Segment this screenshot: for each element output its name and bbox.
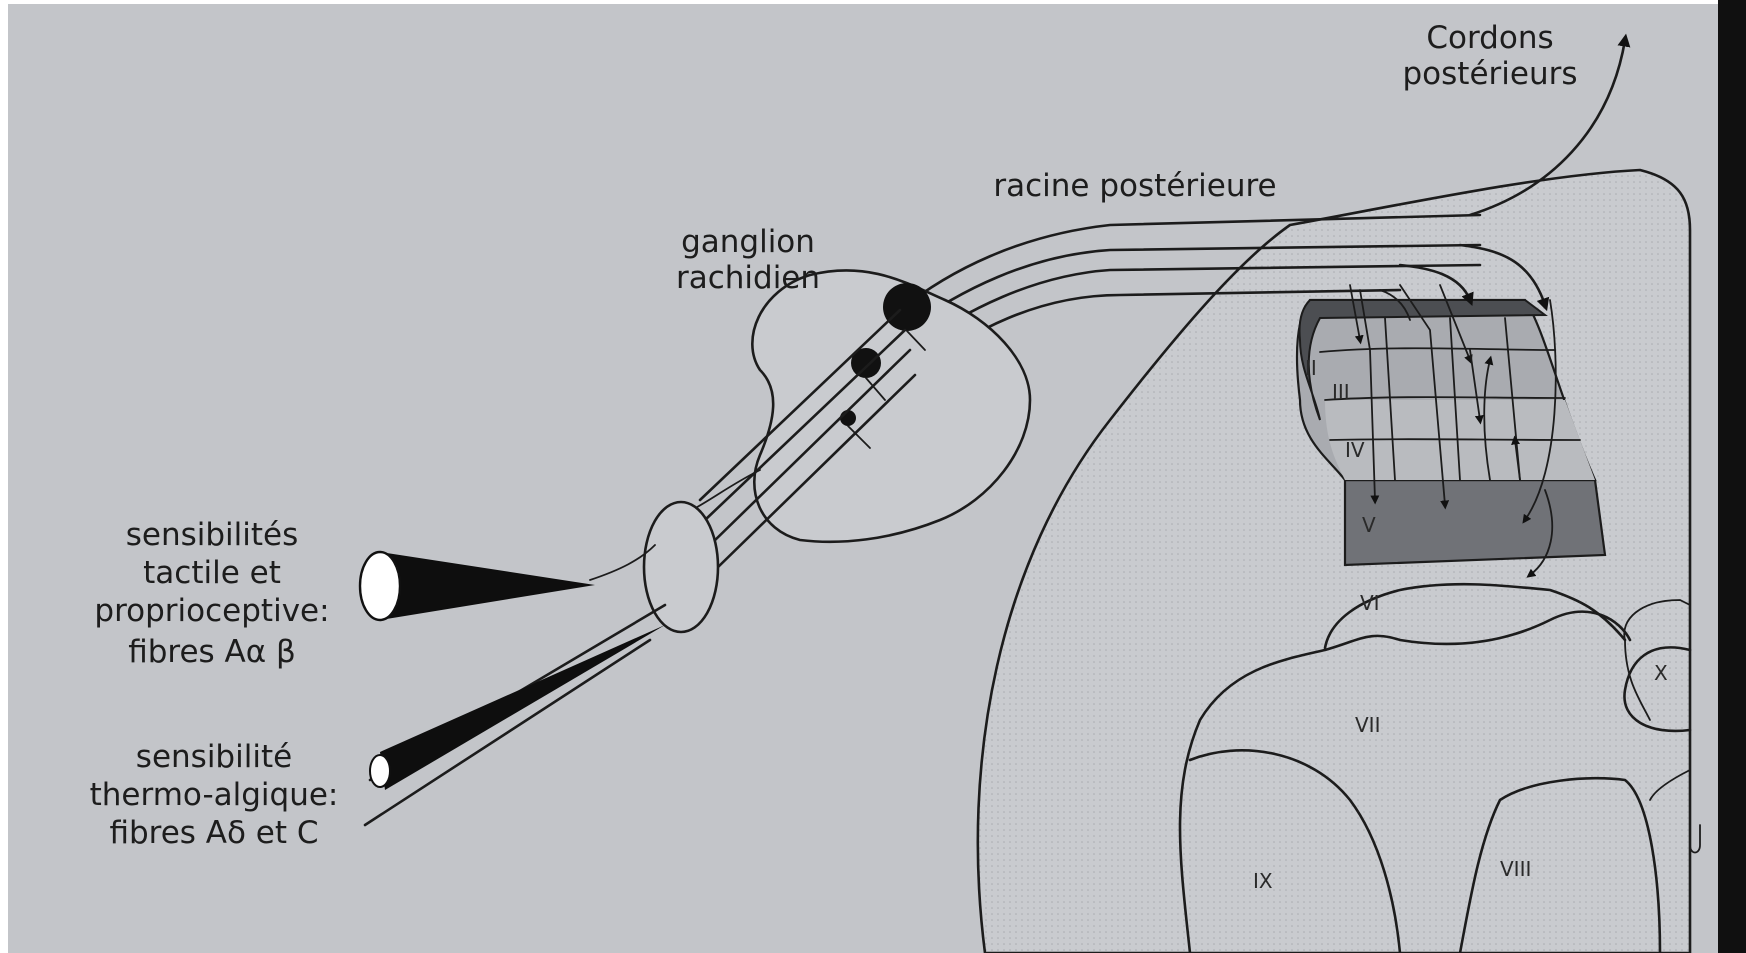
lamina-VII-label: VII <box>1355 713 1380 737</box>
label-ganglion-line1: ganglion <box>681 224 815 260</box>
label-cordons-line1: Cordons <box>1426 20 1553 56</box>
nerve-section <box>644 502 718 632</box>
lamina-V <box>1345 480 1605 565</box>
neuron-large <box>883 283 931 331</box>
slide-edge <box>1718 0 1746 953</box>
label-tactile-line1: sensibilités <box>126 517 299 553</box>
label-racine: racine postérieure <box>993 168 1276 204</box>
neuron-small <box>840 410 856 426</box>
label-cordons-line2: postérieurs <box>1403 56 1578 92</box>
label-tactile-line4: fibres Aα β <box>128 634 296 670</box>
lamina-III-label: III <box>1332 380 1350 404</box>
lamina-VIII-label: VIII <box>1500 857 1531 881</box>
label-ganglion-line2: rachidien <box>676 260 820 296</box>
lamina-X-label: X <box>1654 661 1668 685</box>
lamina-IX-label: IX <box>1253 869 1273 893</box>
label-thermo-line1: sensibilité <box>136 739 292 775</box>
label-thermo-line3: fibres Aδ et C <box>109 815 318 851</box>
label-tactile-line2: tactile et <box>143 555 281 591</box>
lamina-II-label: II <box>1305 356 1317 380</box>
label-thermo-line2: thermo-algique: <box>90 777 339 813</box>
lamina-IV-label: IV <box>1345 438 1365 462</box>
label-tactile-line3: proprioceptive: <box>94 593 329 629</box>
lamina-VI-label: VI <box>1360 591 1380 615</box>
lamina-V-label: V <box>1362 513 1376 537</box>
